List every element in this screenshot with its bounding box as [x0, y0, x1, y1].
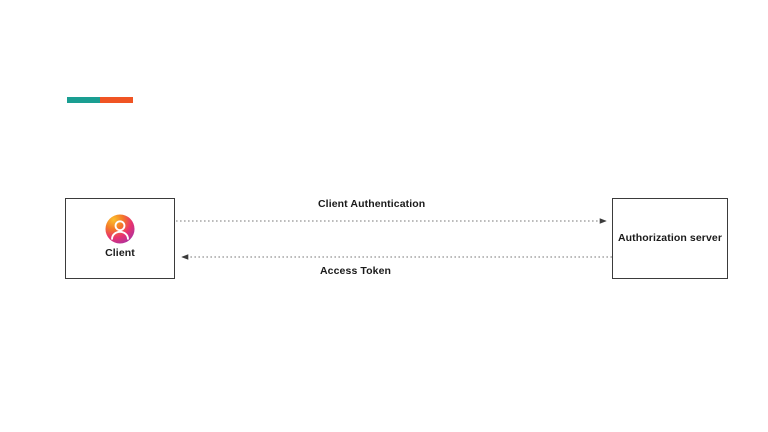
node-authorization-server-label: Authorization server [617, 232, 723, 245]
orange-segment [100, 97, 133, 103]
user-avatar-icon [105, 214, 135, 244]
node-authorization-server[interactable]: Authorization server [612, 198, 728, 279]
teal-segment [67, 97, 100, 103]
node-client[interactable]: Client [65, 198, 175, 279]
edge-label-client-authentication: Client Authentication [318, 198, 426, 210]
edge-label-access-token: Access Token [320, 265, 392, 277]
accent-divider [67, 97, 133, 103]
node-client-label: Client [105, 246, 135, 259]
